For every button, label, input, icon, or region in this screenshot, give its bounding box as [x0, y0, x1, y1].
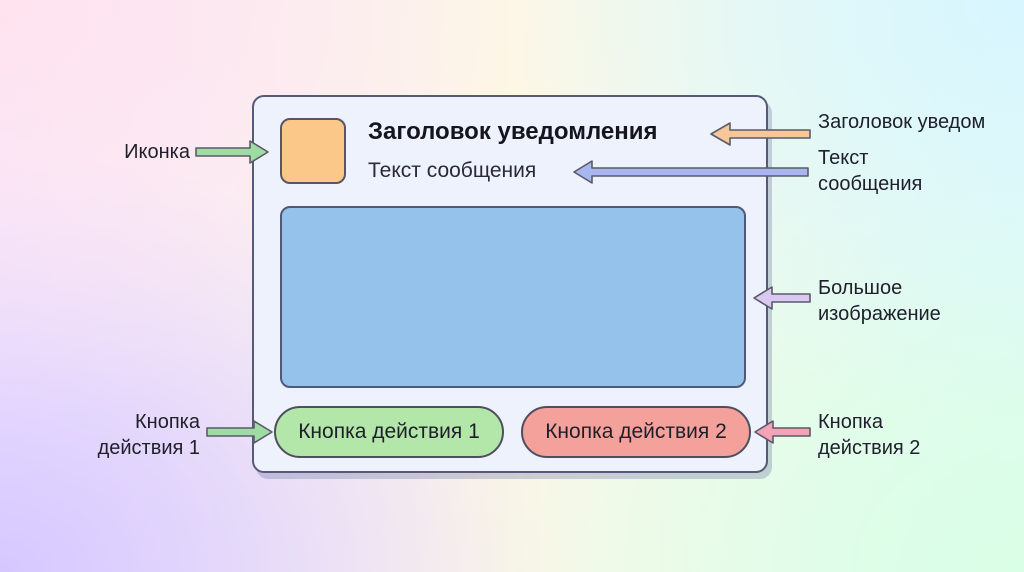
annotation-icon-text: Иконка: [124, 141, 190, 163]
annotation-image-line-1: Большое: [818, 277, 903, 299]
annotation-title-text: Заголовок уведом: [818, 111, 986, 133]
annotation-button-1: Кнопка действия 1: [60, 409, 200, 461]
annotation-button-2: Кнопка действия 2: [818, 409, 1008, 461]
action-button-1[interactable]: Кнопка действия 1: [274, 406, 504, 458]
annotation-button-1-line-2: действия 1: [97, 437, 200, 459]
large-image-placeholder: [280, 206, 746, 388]
notification-title: Заголовок уведомления: [368, 118, 658, 145]
annotation-image: Большое изображение: [818, 275, 1008, 327]
annotation-button-2-line-1: Кнопка: [818, 411, 883, 433]
annotation-image-line-2: изображение: [818, 303, 941, 325]
notification-text: Текст сообщения: [368, 159, 537, 182]
annotation-text-line-1: Текст: [818, 147, 869, 169]
annotation-text-line-2: сообщения: [818, 173, 923, 195]
annotation-button-2-line-2: действия 2: [818, 437, 921, 459]
annotation-title: Заголовок уведом: [818, 109, 1022, 135]
annotation-icon: Иконка: [96, 139, 190, 165]
annotation-text: Текст сообщения: [818, 145, 1008, 197]
notification-card[interactable]: Заголовок уведомления Текст сообщения Кн…: [252, 95, 768, 473]
action-button-2[interactable]: Кнопка действия 2: [521, 406, 751, 458]
annotation-button-1-line-1: Кнопка: [135, 411, 200, 433]
app-icon: [280, 118, 346, 184]
